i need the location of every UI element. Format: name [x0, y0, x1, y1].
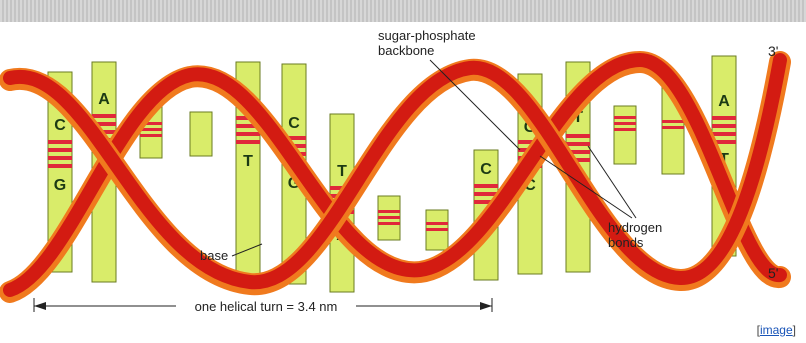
image-link[interactable]: image: [760, 323, 793, 337]
dna-figure: C G A T A T: [0, 22, 806, 318]
dna-double-helix-diagram: C G A T A T: [0, 22, 806, 318]
base-pair-short-mid: [378, 196, 448, 250]
hydrogen-bonds-label-2: bonds: [608, 235, 644, 250]
top-strip: [0, 0, 806, 22]
base-letter: C: [288, 115, 300, 132]
backbone-label: sugar-phosphate: [378, 28, 476, 43]
backbone-label-2: backbone: [378, 43, 434, 58]
base-letter: T: [243, 153, 253, 170]
base-letter: C: [54, 117, 66, 134]
base-letter: A: [98, 91, 110, 108]
base-letter: C: [480, 161, 492, 178]
base-label: base: [200, 248, 228, 263]
hydrogen-bonds-label: hydrogen: [608, 220, 662, 235]
base-letter: T: [337, 163, 347, 180]
five-prime-label: 5': [768, 265, 778, 281]
three-prime-label: 3': [768, 43, 778, 59]
base-letter: G: [54, 177, 66, 194]
image-caption: [image]: [757, 323, 796, 337]
base-letter: A: [718, 93, 730, 110]
helical-turn-label: one helical turn = 3.4 nm: [195, 299, 338, 314]
